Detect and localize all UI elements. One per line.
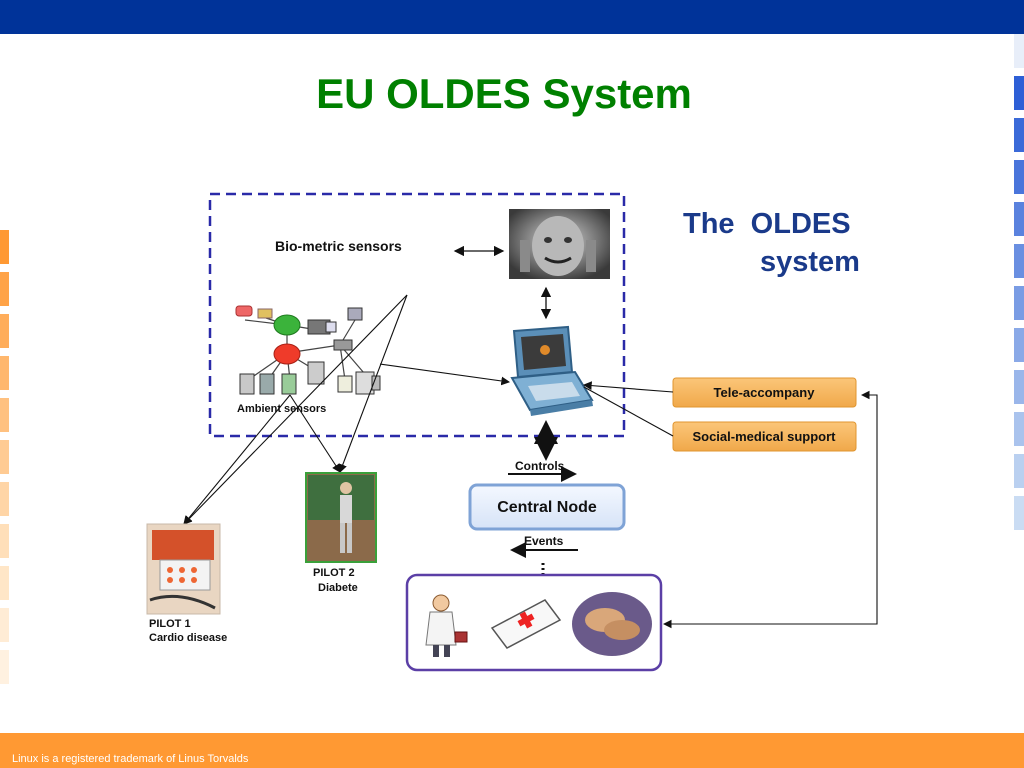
laptop-icon: [510, 325, 594, 416]
events-label: Events: [524, 534, 564, 548]
controls-label: Controls: [515, 459, 565, 473]
sensor-area-box: [208, 192, 626, 438]
left-decoration: [0, 230, 10, 692]
slide-title: EU OLDES System: [316, 70, 692, 117]
top-bar: [0, 0, 1024, 34]
footer-text: Linux is a registered trademark of Linus…: [12, 753, 249, 765]
elderly-man-photo: [509, 209, 610, 279]
central-node: Central Node: [468, 483, 626, 531]
medicine-photo: [146, 523, 221, 615]
sensor-network-icon: [235, 305, 381, 395]
pilot2-line1: PILOT 2: [313, 567, 355, 579]
footer-bar: Linux is a registered trademark of Linus…: [0, 733, 1024, 768]
holding-hands-photo: [572, 592, 652, 656]
pilot1-line1: PILOT 1: [149, 618, 191, 630]
biometric-label: Bio-metric sensors: [275, 238, 402, 254]
ambient-label: Ambient sensors: [237, 403, 326, 415]
first-aid-kit-icon: [490, 599, 562, 649]
doctor-icon: [425, 594, 468, 657]
tele-accompany-box: Tele-accompany: [672, 377, 857, 408]
tele-accompany-label: Tele-accompany: [714, 385, 816, 400]
oldes-heading-line1: The OLDES: [683, 208, 851, 240]
pilot2-line2: Diabete: [318, 582, 358, 594]
walking-man-photo: [305, 472, 377, 563]
pilot1-line2: Cardio disease: [149, 632, 227, 644]
social-medical-label: Social-medical support: [692, 429, 836, 444]
right-decoration: [1014, 34, 1024, 538]
oldes-heading-line2: system: [760, 246, 860, 278]
central-node-label: Central Node: [497, 499, 597, 516]
social-medical-box: Social-medical support: [672, 421, 857, 452]
